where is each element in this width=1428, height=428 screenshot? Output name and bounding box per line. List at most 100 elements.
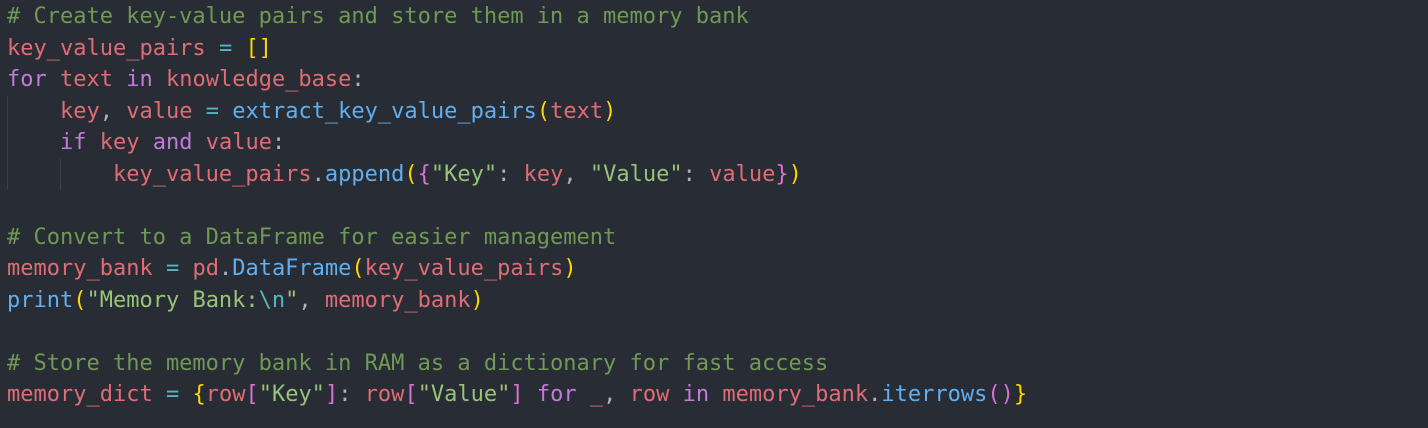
code-token: = — [205, 98, 219, 124]
code-token: # Convert to a DataFrame for easier mana… — [7, 224, 617, 250]
code-token: in — [682, 382, 710, 407]
code-token: DataFrame — [232, 256, 352, 281]
code-line[interactable]: for text in knowledge_base: — [7, 64, 1428, 96]
code-token — [179, 256, 192, 281]
code-token: row — [364, 382, 405, 407]
code-token: print — [7, 287, 74, 313]
code-token: , — [563, 161, 577, 187]
code-token: ( — [73, 287, 87, 313]
code-token: ) — [563, 256, 577, 281]
code-token: = — [218, 35, 233, 61]
code-token: . — [868, 382, 882, 407]
code-token — [47, 67, 60, 92]
code-token — [7, 130, 60, 155]
code-token: . — [311, 161, 325, 187]
code-token: memory_bank — [324, 287, 471, 313]
indent-guide — [7, 127, 8, 159]
code-token: "Value" — [589, 161, 683, 187]
code-token: = — [165, 256, 180, 281]
code-line[interactable] — [7, 411, 1428, 428]
code-token: knowledge_base — [165, 67, 352, 92]
code-token — [351, 382, 364, 407]
code-token: value — [709, 161, 776, 187]
code-token — [524, 382, 537, 407]
code-line[interactable] — [7, 190, 1428, 222]
code-line[interactable]: key, value = extract_key_value_pairs(tex… — [7, 95, 1428, 127]
code-token: iterrows — [881, 382, 988, 407]
code-token: ( — [351, 256, 365, 281]
code-token: { — [192, 382, 206, 407]
code-token: [ — [404, 382, 418, 407]
code-token — [232, 36, 245, 61]
code-token — [206, 36, 219, 61]
code-token: memory_bank — [7, 256, 153, 281]
code-token — [669, 382, 682, 407]
code-token: } — [1013, 382, 1028, 407]
code-token: text — [550, 98, 604, 124]
indent-guide — [59, 158, 61, 190]
code-token: } — [775, 161, 789, 187]
code-line[interactable]: print("Memory Bank:\n", memory_bank) — [7, 285, 1428, 317]
code-token: : — [497, 161, 511, 187]
code-token: value — [126, 98, 193, 124]
code-token — [153, 67, 166, 92]
code-area[interactable]: # Create key-value pairs and store them … — [7, 1, 1428, 428]
code-token: , — [603, 382, 617, 407]
code-token — [86, 130, 99, 155]
indent-guide — [7, 158, 8, 190]
code-token — [312, 288, 325, 313]
code-token: ( — [404, 161, 418, 187]
code-token: # Store the memory bank in RAM as a dict… — [7, 350, 829, 376]
code-token: : — [338, 382, 352, 407]
code-token: row — [629, 382, 670, 407]
code-line[interactable]: # Store the memory bank in RAM as a dict… — [7, 348, 1428, 380]
code-token — [179, 382, 192, 407]
code-line[interactable]: if key and value: — [7, 127, 1428, 159]
code-token — [192, 130, 205, 155]
code-token: { — [417, 161, 431, 187]
code-token: for — [536, 382, 577, 407]
indent-guide — [7, 95, 8, 127]
code-token: row — [205, 382, 246, 407]
code-token: key — [59, 98, 100, 124]
code-token: "Memory Bank: — [86, 287, 259, 313]
code-line[interactable]: key_value_pairs = [] — [7, 33, 1428, 65]
code-token — [192, 99, 205, 124]
code-token: extract_key_value_pairs — [232, 98, 537, 124]
code-token: [] — [245, 35, 272, 61]
code-token: append — [324, 161, 405, 187]
code-token: ) — [788, 161, 802, 187]
code-token: _ — [589, 382, 604, 407]
code-token: ) — [603, 98, 617, 124]
code-token: for — [7, 67, 47, 92]
code-token: "Key" — [430, 161, 498, 187]
code-token: ] — [324, 382, 339, 407]
code-line[interactable] — [7, 316, 1428, 348]
code-token: text — [60, 67, 113, 92]
code-token — [577, 162, 590, 187]
code-token — [219, 99, 232, 124]
code-token: value — [205, 130, 272, 155]
code-token: , — [99, 98, 113, 124]
code-token: if — [59, 130, 87, 155]
code-token — [696, 162, 709, 187]
code-token: memory_dict — [7, 382, 153, 407]
code-token: ) — [1000, 382, 1014, 407]
code-line[interactable]: key_value_pairs.append({"Key": key, "Val… — [7, 158, 1428, 190]
code-token: memory_bank — [722, 382, 869, 407]
code-line[interactable]: memory_dict = {row["Key"]: row["Value"] … — [7, 379, 1428, 411]
code-token: . — [218, 256, 233, 281]
code-token: ) — [470, 287, 484, 313]
code-line[interactable]: # Create key-value pairs and store them … — [7, 1, 1428, 33]
code-token — [577, 382, 590, 407]
code-token: " — [285, 287, 299, 313]
code-line[interactable]: memory_bank = pd.DataFrame(key_value_pai… — [7, 253, 1428, 285]
code-token: ( — [987, 382, 1001, 407]
code-token: ] — [510, 382, 524, 407]
code-line[interactable]: # Convert to a DataFrame for easier mana… — [7, 222, 1428, 254]
code-token — [153, 256, 166, 281]
code-token: key_value_pairs — [7, 35, 206, 61]
code-token — [113, 99, 126, 124]
code-token: # Create key-value pairs and store them … — [7, 4, 749, 29]
